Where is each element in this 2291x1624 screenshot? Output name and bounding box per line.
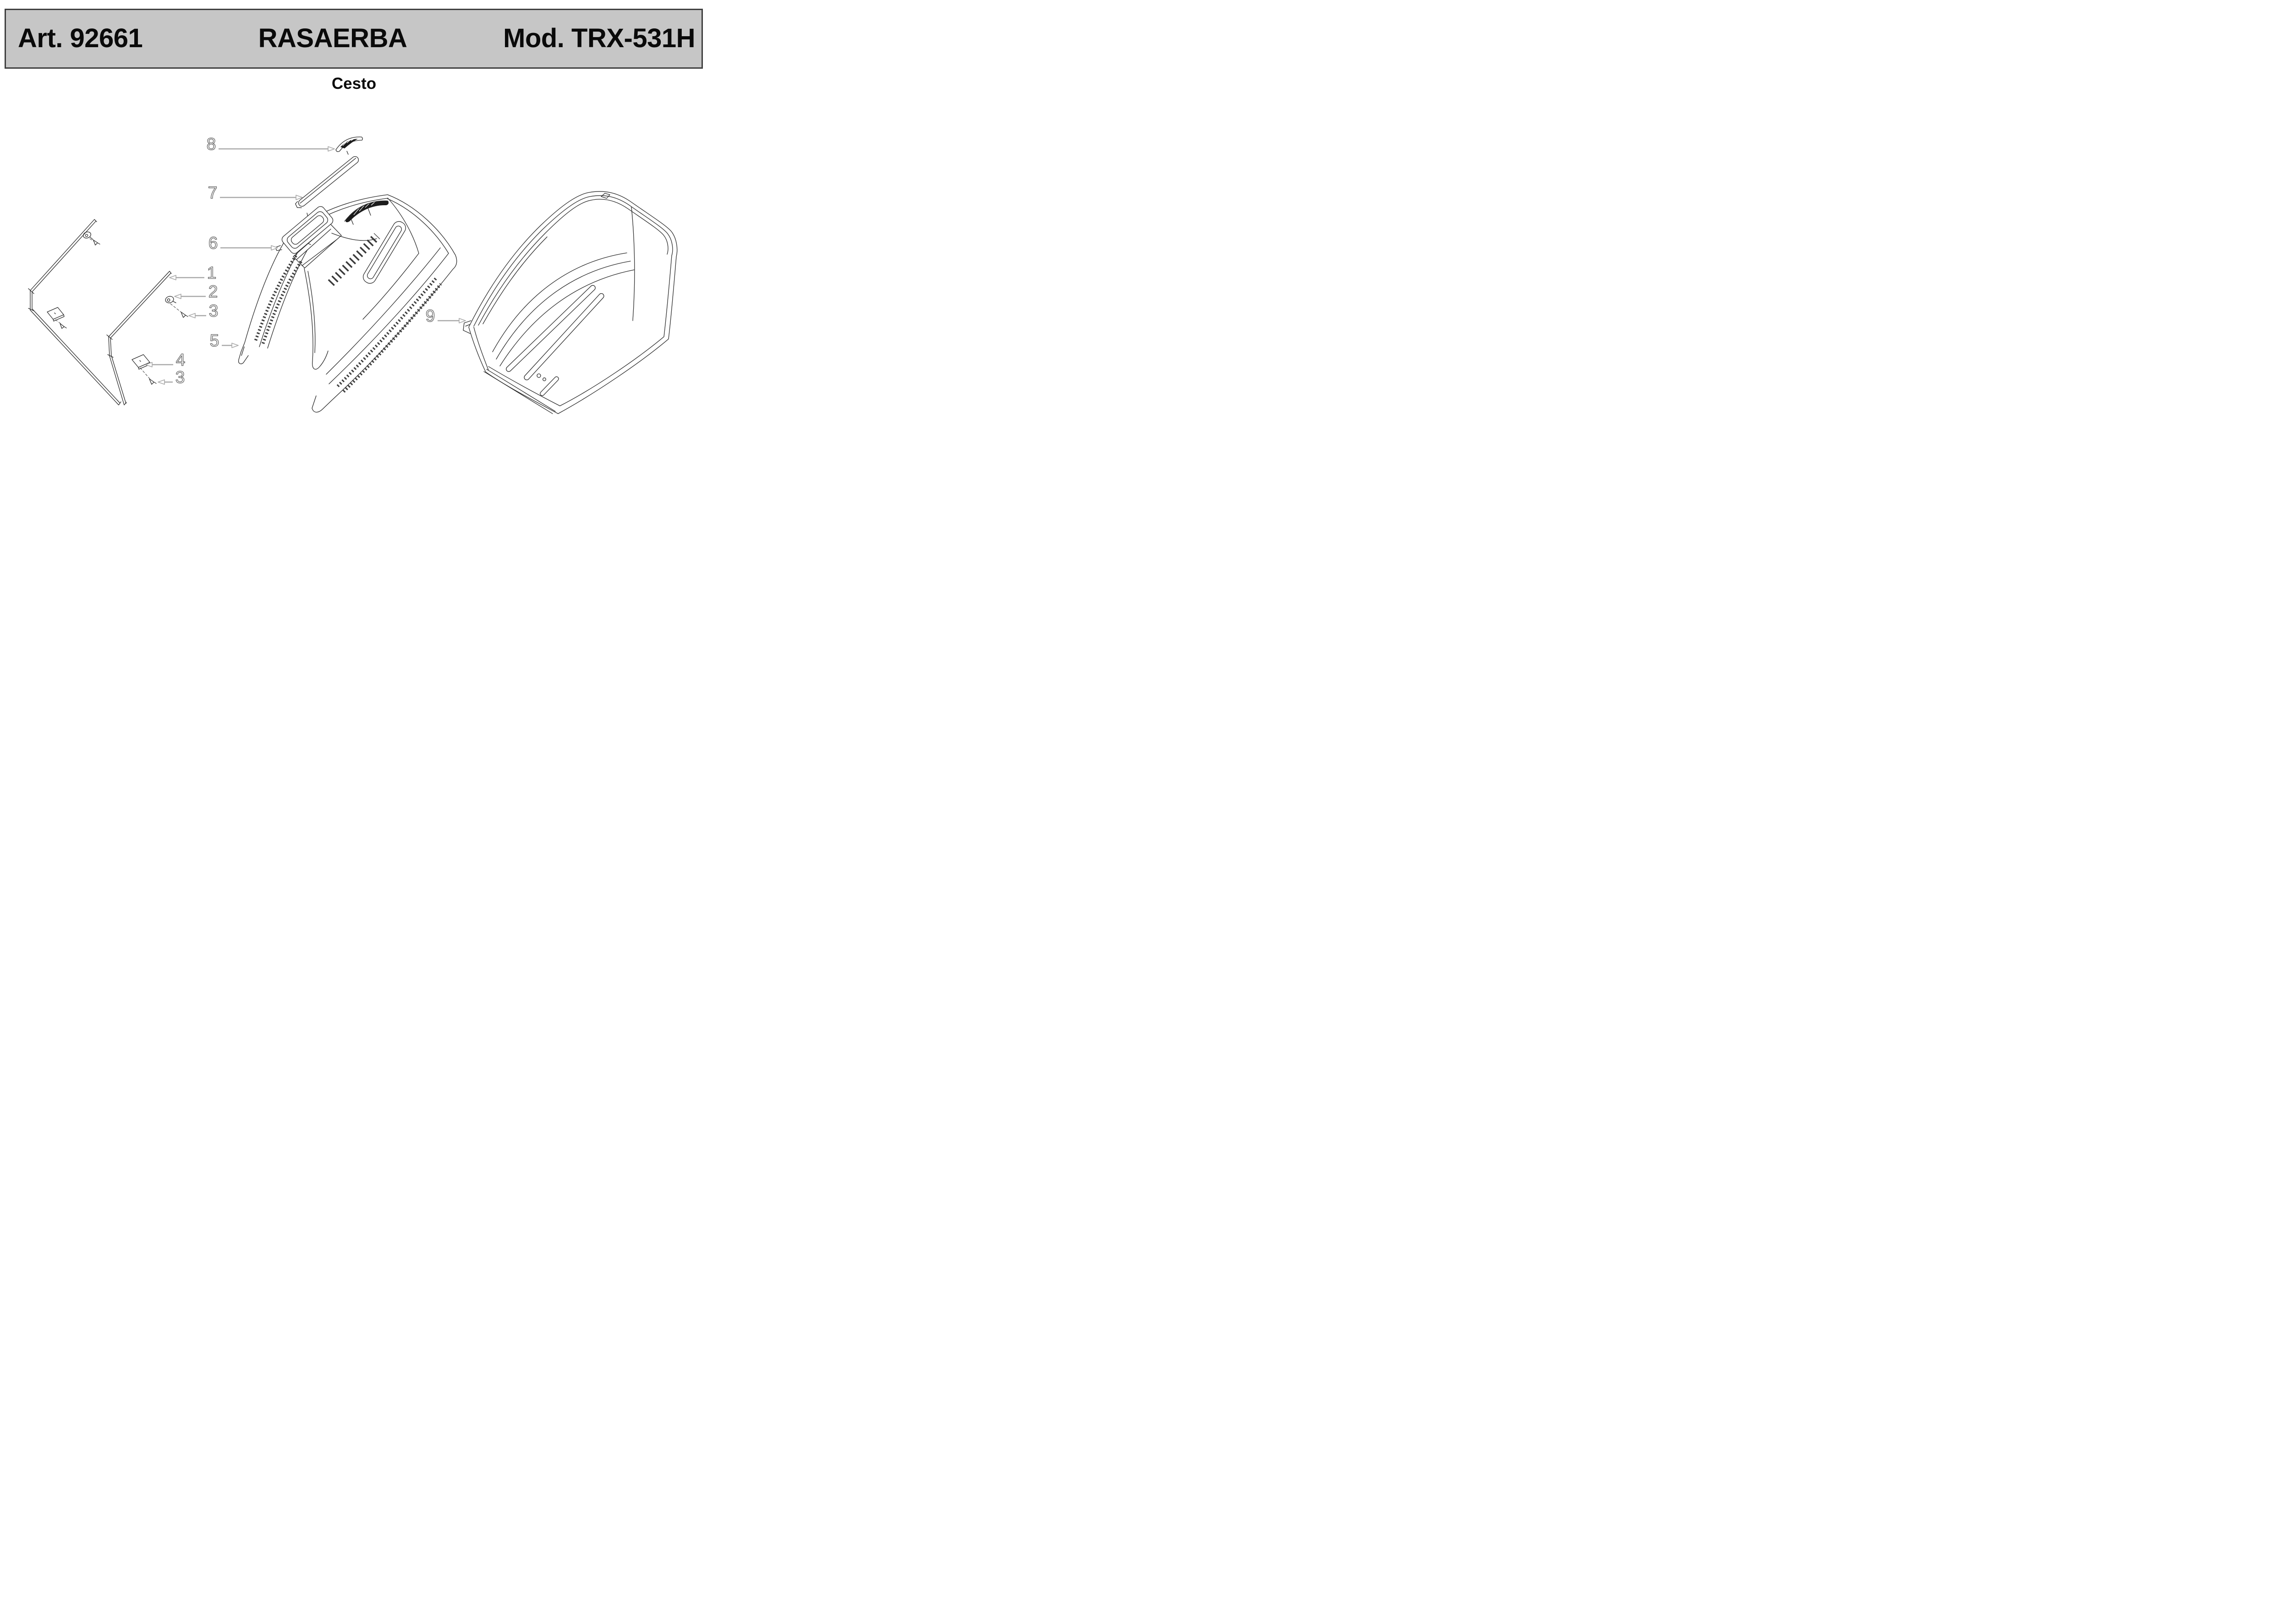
arrowhead	[174, 294, 181, 299]
handle-bar	[363, 221, 406, 284]
washer-hole	[85, 234, 88, 237]
floor-rib	[524, 293, 604, 380]
bezel-outer	[281, 206, 334, 254]
frame-assembly-drawing	[28, 219, 188, 405]
basket-rim-inner	[473, 195, 673, 406]
arrowhead	[459, 318, 466, 323]
page-title: RASAERBA	[258, 23, 407, 53]
title-bar: Art. 92661 RASAERBA Mod. TRX-531H	[5, 9, 703, 69]
clip-plate-rear	[47, 307, 65, 322]
washer-tab	[173, 301, 176, 303]
bezel-corner-tab	[275, 245, 282, 251]
handle-inner	[367, 225, 402, 279]
arrowhead	[145, 362, 153, 367]
callout-number: 3	[209, 301, 219, 320]
vent-slots-left	[254, 255, 303, 344]
emblem-fill	[340, 139, 358, 148]
parts-diagram-page: Art. 92661 RASAERBA Mod. TRX-531H Cesto	[0, 0, 708, 420]
callout-number: 7	[208, 183, 218, 202]
basket-outline	[468, 191, 678, 414]
callout-number: 4	[176, 350, 186, 369]
emblem-hatch	[342, 138, 355, 146]
arrowhead	[158, 379, 165, 385]
dashed-link-rear	[55, 319, 61, 324]
callout-number: 5	[210, 331, 219, 350]
trim-strip	[295, 156, 359, 208]
dashed-link-side	[170, 303, 182, 313]
callout-3: 3	[188, 301, 219, 321]
front-sill	[483, 369, 556, 414]
frame-rail-rear	[28, 219, 121, 405]
basket-interior-arcs	[492, 252, 635, 366]
basket-floor-ribs	[483, 285, 604, 414]
arrowhead	[271, 245, 278, 251]
callout-6: 6	[208, 233, 278, 253]
callout-number: 8	[207, 135, 216, 153]
bezel-frame	[281, 206, 334, 254]
floor-rib	[506, 285, 596, 372]
dashed-link-top	[89, 238, 94, 242]
callout-2: 2	[174, 282, 218, 301]
screw-top	[93, 240, 100, 246]
strip-end-cap	[295, 201, 302, 208]
rim-tab	[463, 320, 471, 334]
callout-9: 9	[425, 306, 466, 326]
callout-number: 2	[208, 282, 218, 301]
washer-tab	[90, 237, 93, 240]
callout-number: 9	[426, 306, 435, 325]
emblem-hook	[346, 151, 349, 155]
arrowhead	[296, 195, 303, 200]
floor-rib-short	[540, 376, 559, 396]
frame-rail-front	[106, 271, 172, 405]
drain-hole	[537, 373, 541, 378]
vent-slots-right	[336, 277, 442, 393]
exploded-view-diagram: 8 7 6 1 2 3 5	[28, 134, 678, 414]
bezel-mid	[287, 211, 328, 249]
callout-1: 1	[169, 263, 217, 283]
screw-side	[181, 312, 188, 318]
washer-top	[83, 231, 93, 240]
emblem-plate	[335, 137, 363, 155]
arrowhead	[188, 313, 196, 318]
cover-assembly-drawing	[238, 137, 457, 413]
callout-4: 4	[145, 350, 186, 370]
model-number: Mod. TRX-531H	[503, 23, 695, 53]
washer-side	[165, 296, 176, 303]
callout-8: 8	[206, 134, 335, 154]
callout-number: 6	[208, 234, 218, 252]
arrowhead	[169, 275, 176, 280]
handle-outline	[363, 221, 406, 284]
strip-outline	[298, 156, 359, 207]
vent-crescent-hatch	[353, 201, 376, 215]
screw-front	[149, 378, 157, 385]
rim-notch	[601, 193, 610, 199]
article-number: Art. 92661	[18, 23, 143, 53]
arrowhead	[231, 343, 239, 348]
callout-3b: 3	[158, 367, 185, 387]
drain-hole	[543, 377, 546, 381]
washer-outline	[165, 296, 174, 303]
cover-body-outline	[241, 194, 457, 413]
basket-drawing	[463, 191, 678, 414]
screw-rear	[60, 323, 67, 329]
callout-5: 5	[209, 331, 239, 350]
dashed-link-front	[140, 367, 150, 379]
arrowhead	[328, 146, 335, 152]
strip-inner-line	[300, 158, 356, 204]
emblem-outline	[335, 137, 363, 152]
grip-slot-band	[328, 233, 380, 286]
bezel-tabs	[307, 213, 311, 245]
washer-outline	[83, 231, 91, 239]
bezel-slot	[290, 215, 324, 245]
callout-number: 1	[207, 263, 217, 282]
callout-7: 7	[208, 183, 303, 202]
diagram-subtitle: Cesto	[331, 75, 377, 93]
clip-plate-front	[132, 354, 151, 370]
cover-front-lip	[238, 351, 249, 364]
vent-crescent-edge	[344, 201, 389, 222]
callout-number: 3	[175, 368, 185, 387]
washer-hole	[167, 298, 170, 302]
